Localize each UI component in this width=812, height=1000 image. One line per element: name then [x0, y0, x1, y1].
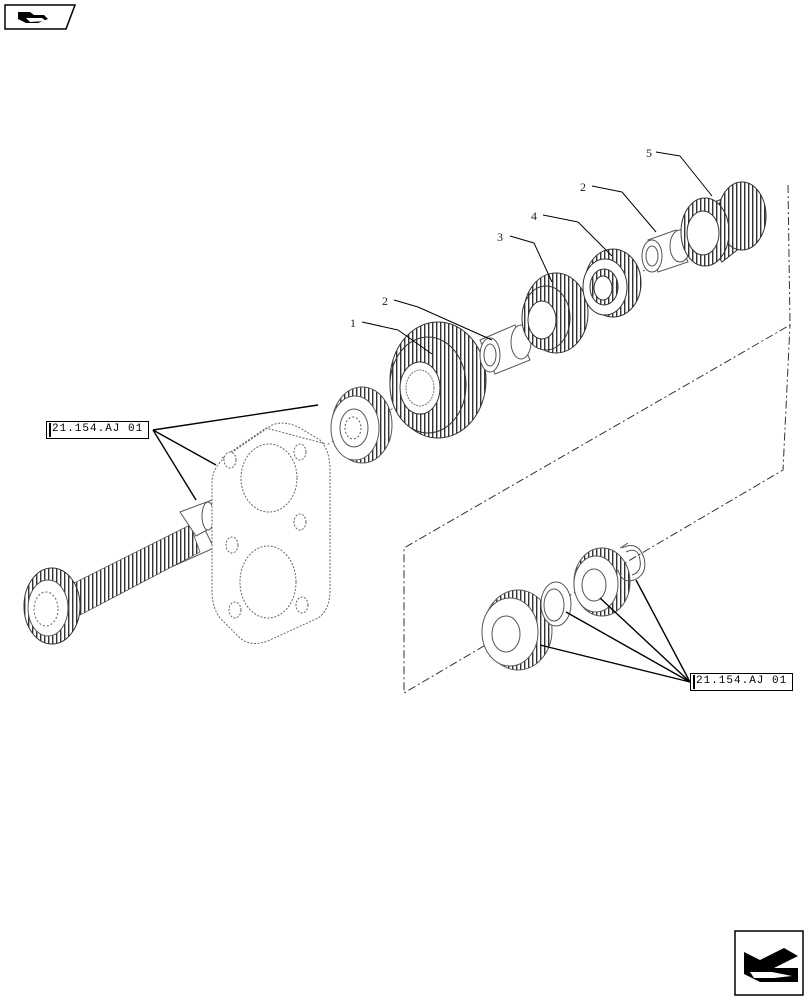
callout-2a: 2: [382, 294, 388, 308]
mounting-plate: [211, 422, 331, 644]
previous-page-icon[interactable]: [4, 4, 77, 30]
gear-1: [389, 321, 487, 439]
reference-link-left[interactable]: 21.154.AJ 01: [46, 421, 150, 439]
callout-1: 1: [350, 316, 356, 330]
reference-link-right[interactable]: 21.154.AJ 01: [690, 673, 794, 691]
gear-5: [680, 181, 767, 267]
spacer-2a: [479, 324, 532, 375]
bearing: [330, 386, 393, 464]
callout-leaders: [361, 151, 713, 355]
callout-2b: 2: [580, 180, 586, 194]
gear-3: [521, 272, 589, 354]
input-shaft: [23, 499, 223, 645]
next-page-icon[interactable]: [734, 930, 804, 996]
reference-leaders: [152, 404, 691, 683]
group-outline: [403, 184, 791, 694]
bearing-group-right: [481, 542, 646, 671]
gear-4: [582, 248, 642, 318]
callout-5: 5: [646, 146, 652, 160]
callout-4: 4: [531, 209, 537, 223]
callout-3: 3: [497, 230, 503, 244]
